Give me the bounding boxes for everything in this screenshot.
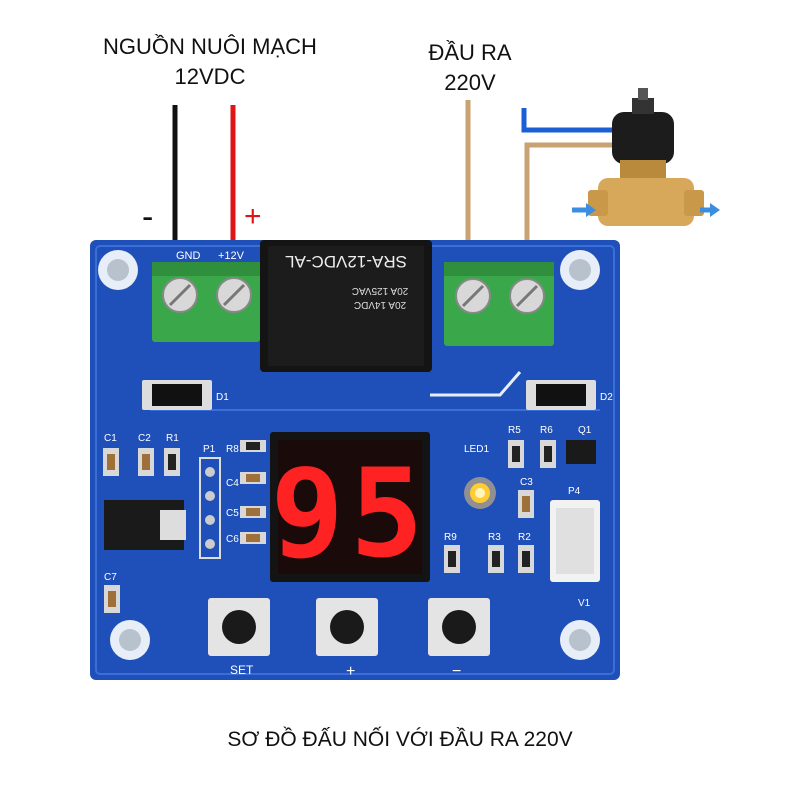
c5-label: C5 bbox=[226, 508, 239, 519]
connector-p4 bbox=[550, 500, 600, 582]
output-title: ĐẦU RA 220V bbox=[395, 38, 545, 98]
diagram-caption: SƠ ĐỒ ĐẤU NỐI VỚI ĐẦU RA 220V bbox=[227, 728, 573, 751]
v12-label: +12V bbox=[218, 250, 245, 262]
power-title-line1: NGUỒN NUÔI MẠCH bbox=[103, 34, 317, 59]
button-plus[interactable] bbox=[316, 598, 378, 656]
relay-rating-1: 20A 14VDC bbox=[354, 299, 406, 310]
power-wires bbox=[172, 105, 236, 265]
plus-sign: + bbox=[244, 200, 262, 233]
flow-arrow-in bbox=[572, 203, 596, 217]
output-terminal-block bbox=[444, 262, 554, 346]
output-wires bbox=[465, 100, 615, 265]
c3-label: C3 bbox=[520, 477, 533, 488]
smd-components-right bbox=[444, 440, 596, 573]
r2-label: R2 bbox=[518, 532, 531, 543]
c2-label: C2 bbox=[138, 433, 151, 444]
c1-label: C1 bbox=[104, 433, 117, 444]
mounting-holes bbox=[98, 250, 600, 660]
r6-label: R6 bbox=[540, 425, 553, 436]
d2-label: D2 bbox=[600, 392, 613, 403]
solenoid-valve bbox=[588, 88, 704, 226]
button-minus-label: − bbox=[452, 663, 461, 680]
smd-components-mid bbox=[240, 440, 266, 544]
q1-label: Q1 bbox=[578, 425, 592, 436]
button-set-label: SET bbox=[230, 663, 254, 677]
led-label: LED1 bbox=[464, 444, 489, 455]
r8-label: R8 bbox=[226, 444, 239, 455]
button-minus[interactable] bbox=[428, 598, 490, 656]
diode-d2 bbox=[526, 380, 596, 410]
output-title-line2: 220V bbox=[444, 70, 496, 95]
display-value: 95 bbox=[271, 443, 430, 585]
r3-label: R3 bbox=[488, 532, 501, 543]
r9-label: R9 bbox=[444, 532, 457, 543]
relay bbox=[260, 240, 432, 372]
minus-sign: - bbox=[142, 198, 153, 236]
p1-label: P1 bbox=[203, 444, 216, 455]
led bbox=[464, 477, 496, 509]
relay-rating-2: 20A 125VAC bbox=[352, 285, 409, 296]
d1-label: D1 bbox=[216, 392, 229, 403]
p4-label: P4 bbox=[568, 486, 581, 497]
button-plus-label: + bbox=[346, 663, 355, 680]
smd-components-left bbox=[103, 448, 186, 613]
r5-label: R5 bbox=[508, 425, 521, 436]
flow-arrow-out bbox=[700, 203, 720, 217]
diode-d1 bbox=[142, 380, 212, 410]
relay-model: SRA-12VDC-AL bbox=[285, 252, 407, 271]
c7-label: C7 bbox=[104, 572, 117, 583]
button-set[interactable] bbox=[208, 598, 270, 656]
c6-label: C6 bbox=[226, 534, 239, 545]
seven-segment-display bbox=[270, 432, 430, 582]
blue-wire bbox=[521, 108, 615, 133]
v1-label: V1 bbox=[578, 598, 591, 609]
header-p1 bbox=[199, 457, 221, 559]
gnd-label: GND bbox=[176, 250, 201, 262]
power-title-line2: 12VDC bbox=[174, 64, 246, 89]
r1-label: R1 bbox=[166, 433, 179, 444]
output-title-line1: ĐẦU RA bbox=[428, 40, 512, 65]
power-supply-title: NGUỒN NUÔI MẠCH 12VDC bbox=[60, 32, 360, 92]
c4-label: C4 bbox=[226, 478, 239, 489]
power-terminal-block bbox=[152, 262, 260, 342]
brown-wire-to-valve bbox=[524, 142, 615, 265]
